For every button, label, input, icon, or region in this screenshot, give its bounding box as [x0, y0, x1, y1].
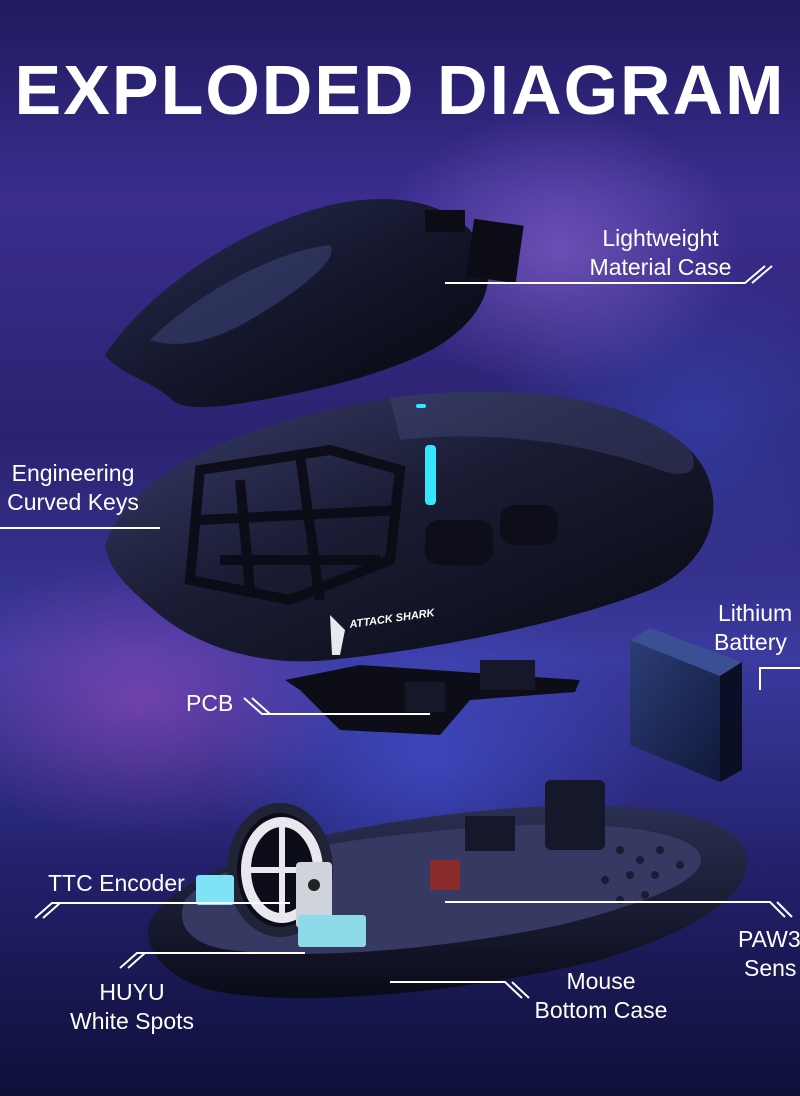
battery-part [630, 628, 742, 782]
label-battery: Lithium Battery [714, 600, 793, 655]
label-material-case: Lightweight Material Case [589, 225, 732, 280]
ttc-encoder-part [296, 862, 332, 928]
main-body-part: ATTACK SHARK [105, 391, 714, 662]
label-curved-keys: Engineering Curved Keys [7, 460, 139, 515]
label-sensor: PAW3 Sens [738, 926, 800, 981]
label-bottom-case: Mouse Bottom Case [534, 968, 668, 1023]
pcb-part [285, 660, 580, 735]
top-shell-part [105, 198, 524, 408]
diagram-title: EXPLODED DIAGRAM [14, 51, 786, 129]
rgb-light-strip [425, 445, 436, 505]
leader-lines [0, 265, 800, 999]
label-switches: HUYU White Spots [70, 979, 194, 1034]
switch-right [298, 915, 366, 947]
label-encoder: TTC Encoder [48, 870, 185, 896]
switch-left [196, 875, 234, 905]
label-pcb: PCB [186, 690, 234, 716]
